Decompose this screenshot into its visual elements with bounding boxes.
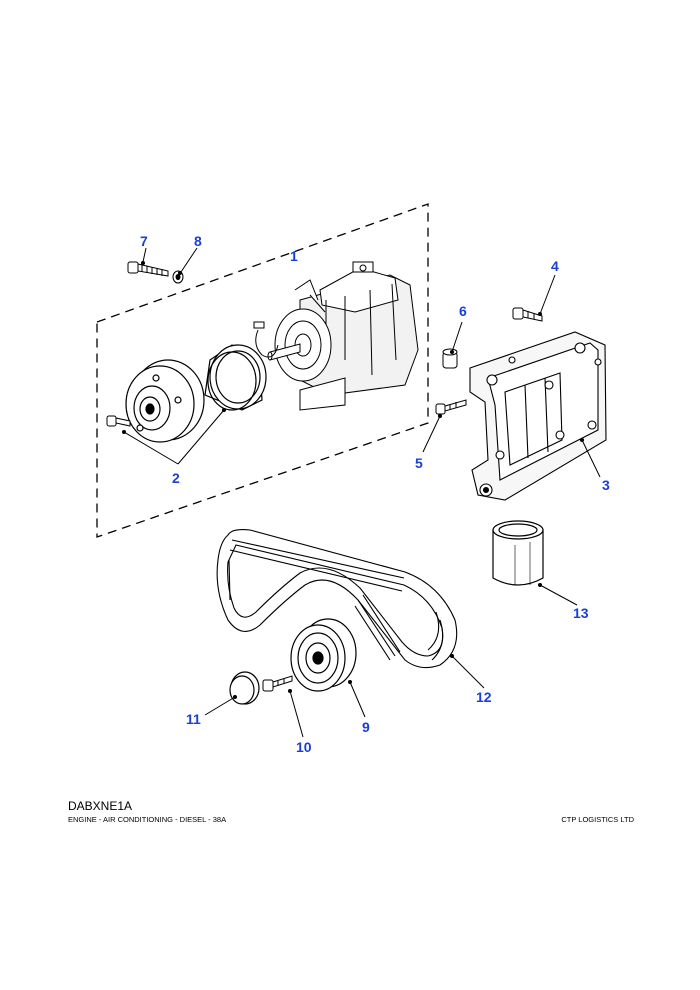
callout-8: 8 (194, 233, 202, 249)
spacer-6 (442, 348, 458, 369)
bolt-5 (435, 399, 467, 415)
cover-cap-11 (229, 671, 260, 705)
diagram-title: ENGINE - AIR CONDITIONING - DIESEL - 38A (68, 815, 227, 824)
bolt-7 (127, 261, 169, 277)
callout-6: 6 (459, 303, 467, 319)
bolt-10 (262, 675, 293, 692)
leader-lines (122, 247, 601, 738)
clutch-coil (204, 344, 267, 411)
compressor-1 (267, 261, 419, 411)
callout-9: 9 (362, 719, 370, 735)
pulley-bolt (106, 415, 131, 427)
sleeve-13 (492, 520, 544, 586)
callout-2: 2 (172, 470, 180, 486)
callout-5: 5 (415, 455, 423, 471)
callout-10: 10 (296, 739, 312, 755)
diagram-code: DABXNE1A (68, 799, 133, 813)
callout-1: 1 (290, 248, 298, 264)
assembly-boundary (96, 203, 429, 538)
callouts: 1 2 3 4 5 6 7 8 9 10 11 12 13 (140, 233, 610, 755)
callout-3: 3 (602, 477, 610, 493)
callout-11: 11 (186, 711, 201, 727)
callout-12: 12 (476, 689, 492, 705)
company-name: CTP LOGISTICS LTD (561, 815, 634, 824)
callout-13: 13 (573, 605, 589, 621)
callout-4: 4 (551, 258, 559, 274)
callout-7: 7 (140, 233, 148, 249)
belt-12 (216, 529, 458, 669)
bolt-4 (512, 307, 543, 322)
bracket-3 (469, 331, 607, 501)
clutch-wire (253, 321, 279, 358)
clutch-pulley (125, 359, 205, 443)
tensioner-pulley-9 (290, 618, 357, 692)
